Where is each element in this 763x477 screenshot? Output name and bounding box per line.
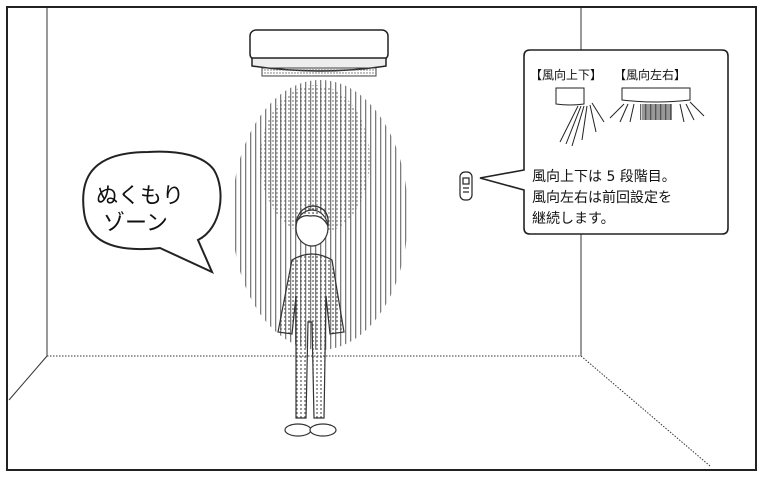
note-line-3: 継続します。 — [532, 210, 615, 227]
note-line-2: 風向左右は前回設定を — [532, 189, 672, 206]
air-conditioner-icon — [249, 29, 389, 77]
info-callout: 【風向上下】 【風向左右】 風向上下は 5 段階目。 風向左右は前回設定を 継 — [479, 49, 729, 235]
label-vertical-direction: 【風向上下】 — [530, 67, 602, 82]
horizontal-louver-icon — [609, 87, 705, 123]
speech-bubble-line2: ゾーン — [103, 211, 168, 236]
speech-bubble: ぬくもり ゾーン — [82, 150, 222, 275]
vertical-louver-icon — [555, 87, 605, 147]
remote-control-icon — [459, 171, 473, 201]
person-icon — [277, 205, 345, 437]
label-horizontal-direction: 【風向左右】 — [614, 67, 686, 82]
speech-bubble-line1: ぬくもり — [96, 184, 184, 209]
note-line-1: 風向上下は 5 段階目。 — [532, 169, 676, 185]
